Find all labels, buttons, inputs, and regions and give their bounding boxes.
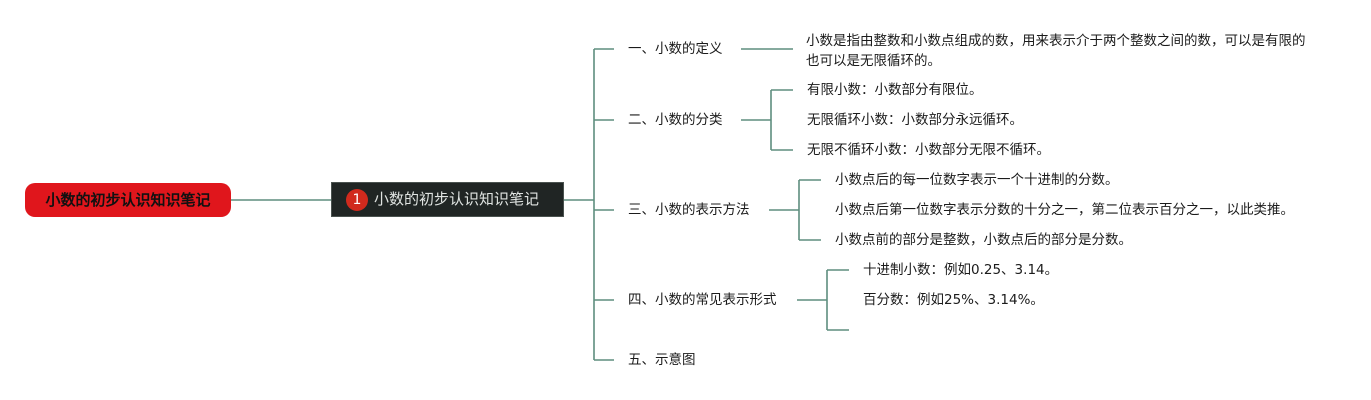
form-item-decimal[interactable]: 十进制小数：例如0.25、3.14。 [863, 262, 1059, 278]
classification-item-repeating[interactable]: 无限循环小数：小数部分永远循环。 [807, 112, 1023, 128]
hub-node-label: 小数的初步认识知识笔记 [374, 190, 540, 208]
representation-item-3[interactable]: 小数点前的部分是整数，小数点后的部分是分数。 [835, 232, 1132, 248]
topic-representation[interactable]: 三、小数的表示方法 [628, 202, 750, 218]
form-item-percent[interactable]: 百分数：例如25%、3.14%。 [863, 292, 1044, 308]
topic-diagram[interactable]: 五、示意图 [628, 352, 696, 368]
root-node-label: 小数的初步认识知识笔记 [45, 191, 211, 209]
root-node[interactable]: 小数的初步认识知识笔记 [25, 183, 231, 217]
topic-classification[interactable]: 二、小数的分类 [628, 112, 723, 128]
representation-item-2[interactable]: 小数点后第一位数字表示分数的十分之一，第二位表示百分之一，以此类推。 [835, 202, 1294, 218]
classification-item-finite[interactable]: 有限小数：小数部分有限位。 [807, 82, 983, 98]
topic-definition[interactable]: 一、小数的定义 [628, 41, 723, 57]
hub-node[interactable]: 1 小数的初步认识知识笔记 [331, 182, 564, 217]
classification-item-nonrepeating[interactable]: 无限不循环小数：小数部分无限不循环。 [807, 142, 1050, 158]
hub-number-badge: 1 [346, 189, 368, 211]
definition-text[interactable]: 小数是指由整数和小数点组成的数，用来表示介于两个整数之间的数，可以是有限的也可以… [806, 33, 1306, 69]
topic-common-forms[interactable]: 四、小数的常见表示形式 [628, 292, 777, 308]
representation-item-1[interactable]: 小数点后的每一位数字表示一个十进制的分数。 [835, 172, 1119, 188]
